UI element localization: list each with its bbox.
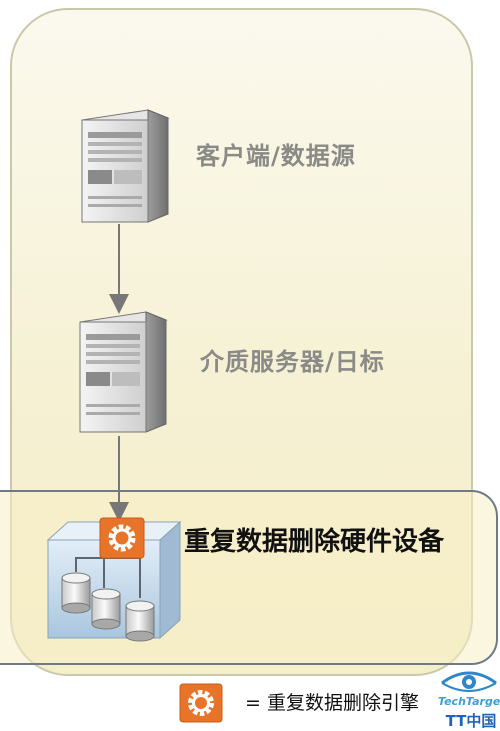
tt-china-brand: TT中国	[445, 712, 497, 730]
disk-cylinder-icon	[61, 572, 91, 614]
disk-cylinder-icon	[91, 588, 121, 630]
server-icon	[79, 311, 168, 433]
client-label: 客户端/数据源	[196, 142, 356, 170]
techtarget-watermark: TechTarget TT中国	[438, 665, 500, 730]
media-server-label: 介质服务器/日标	[200, 348, 385, 376]
eye-logo-icon	[441, 671, 497, 692]
disk-cylinder-icon	[125, 600, 155, 642]
gear-icon	[179, 683, 223, 723]
server-icon	[81, 109, 170, 223]
techtarget-brand: TechTarget	[438, 695, 500, 708]
gear-icon	[99, 517, 145, 559]
appliance-label: 重复数据删除硬件设备	[184, 527, 445, 557]
legend-text: = 重复数据删除引擎	[245, 692, 419, 714]
